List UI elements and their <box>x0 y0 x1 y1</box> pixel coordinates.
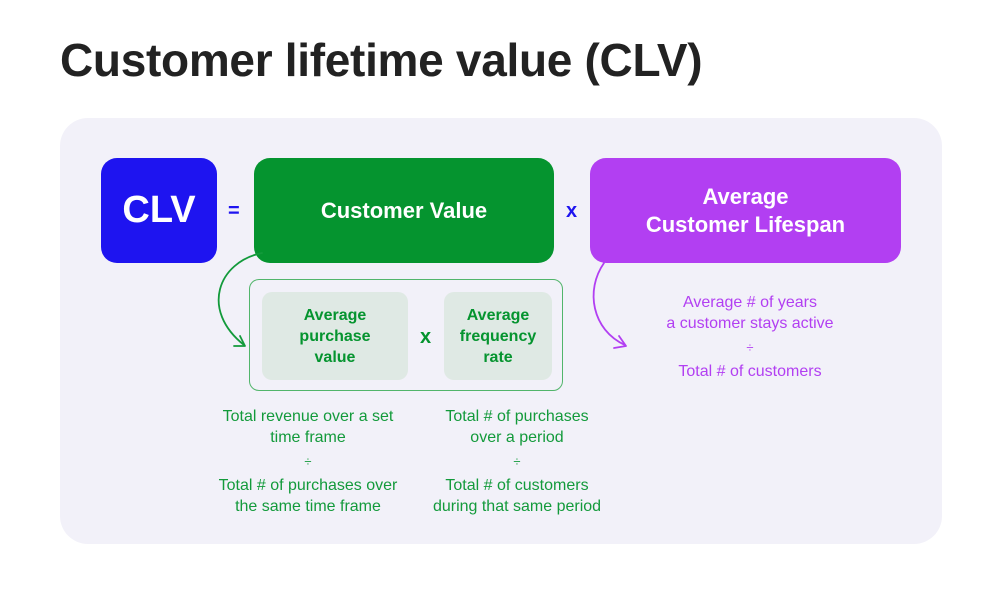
apv-divide-sign: ÷ <box>304 454 312 469</box>
breakdown-multiply-operator: x <box>420 326 432 348</box>
apv-label-line-3: value <box>314 348 356 366</box>
clv-box: CLV <box>101 158 217 263</box>
multiply-operator: x <box>566 200 578 222</box>
lifespan-label-line-1: Average <box>702 183 789 209</box>
afr-denominator-line-2: during that same period <box>432 498 602 515</box>
lifespan-label-line-2: Customer Lifespan <box>645 211 846 237</box>
average-lifespan-formula: Average # of years a customer stays acti… <box>630 292 870 382</box>
customer-value-box: Customer Value <box>254 158 554 263</box>
afr-label-line-1: Average <box>466 306 530 324</box>
average-purchase-value-box: Average purchase value <box>262 292 408 380</box>
afr-label-line-2: frequency <box>459 327 537 345</box>
average-frequency-rate-formula: Total # of purchases over a period ÷ Tot… <box>412 406 622 517</box>
apv-label-line-1: Average <box>303 306 367 324</box>
average-customer-lifespan-box: Average Customer Lifespan <box>590 158 901 263</box>
afr-denominator-line-1: Total # of customers <box>445 477 589 494</box>
afr-label-line-3: rate <box>483 348 513 366</box>
apv-numerator-line-2: time frame <box>270 429 346 446</box>
acl-denominator-line-1: Total # of customers <box>678 363 822 380</box>
page-title: Customer lifetime value (CLV) <box>60 34 703 86</box>
acl-divide-sign: ÷ <box>746 340 754 355</box>
apv-label-line-2: purchase <box>299 327 371 345</box>
green-curved-arrow <box>217 252 263 347</box>
apv-denominator-line-2: the same time frame <box>235 498 381 515</box>
equals-operator: = <box>228 200 240 222</box>
acl-numerator-line-1: Average # of years <box>682 294 817 311</box>
afr-divide-sign: ÷ <box>513 454 521 469</box>
apv-numerator-line-1: Total revenue over a set <box>222 408 394 425</box>
purple-curved-arrow <box>592 262 627 349</box>
customer-value-breakdown-frame <box>249 279 563 391</box>
afr-numerator-line-1: Total # of purchases <box>445 408 589 425</box>
afr-numerator-line-2: over a period <box>470 429 564 446</box>
average-frequency-rate-box: Average frequency rate <box>444 292 552 380</box>
apv-denominator-line-1: Total # of purchases over <box>218 477 398 494</box>
average-purchase-value-formula: Total revenue over a set time frame ÷ To… <box>200 406 416 517</box>
acl-numerator-line-2: a customer stays active <box>666 315 834 332</box>
